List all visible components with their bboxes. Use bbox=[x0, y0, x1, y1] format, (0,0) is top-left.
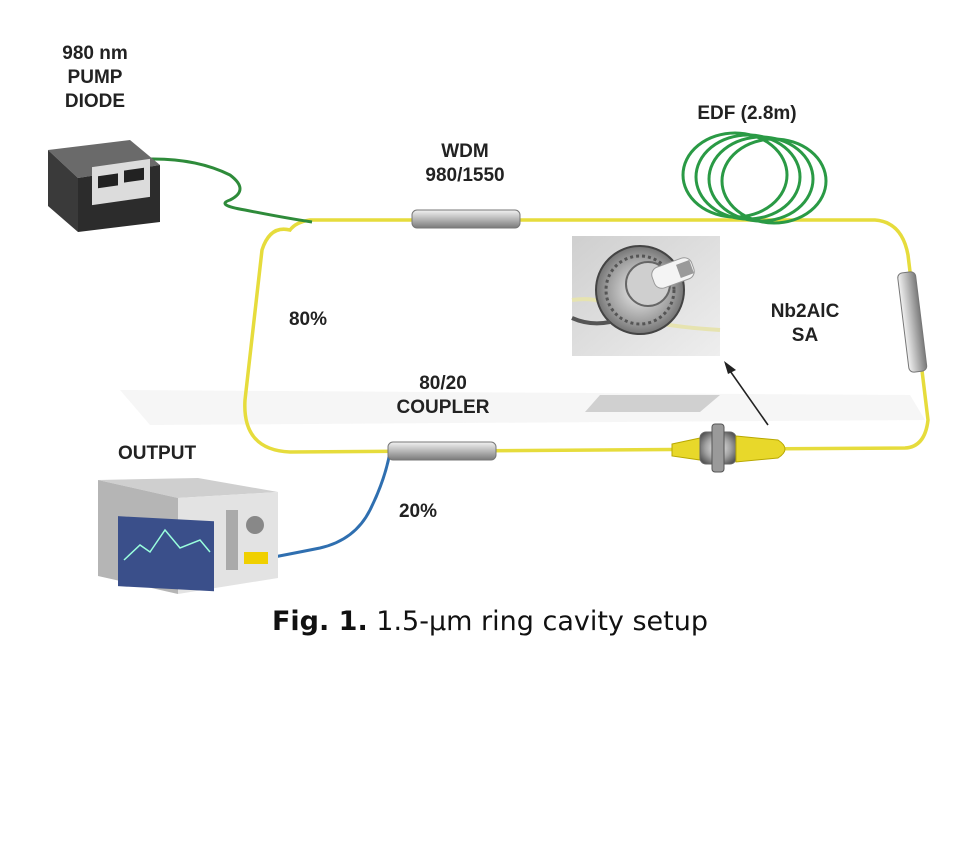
pump-fiber bbox=[129, 157, 313, 224]
optical-spectrum-analyzer-icon bbox=[98, 478, 278, 594]
edf-label: EDF (2.8m) bbox=[697, 103, 797, 124]
ring-fiber bbox=[243, 218, 930, 454]
pump-diode-instrument-icon bbox=[48, 140, 160, 232]
figure-caption: Fig. 1. 1.5-μm ring cavity setup bbox=[0, 606, 980, 637]
wdm-label-line2: 980/1550 bbox=[425, 165, 505, 186]
output-label: OUTPUT bbox=[117, 443, 197, 464]
sa-label: Nb2AlC SA bbox=[745, 300, 865, 348]
wdm-component-icon bbox=[411, 209, 521, 229]
caption-text: 1.5-μm ring cavity setup bbox=[376, 606, 709, 637]
fiber-connector-adapter-icon bbox=[671, 423, 786, 473]
sa-pointer-arrow bbox=[727, 367, 769, 426]
sa-label-line2: SA bbox=[791, 325, 819, 346]
sa-label-line1: Nb2AlC bbox=[770, 301, 840, 322]
wdm-label: WDM 980/1550 bbox=[400, 140, 530, 188]
coupler-label-line2: COUPLER bbox=[396, 397, 490, 418]
wdm-label-line1: WDM bbox=[441, 141, 489, 162]
coupler-label-line1: 80/20 bbox=[419, 373, 467, 394]
arrow-head bbox=[724, 361, 736, 374]
floor-shadow bbox=[120, 390, 925, 425]
edf-coil-icon bbox=[681, 131, 828, 225]
coupler-component-icon bbox=[387, 441, 497, 461]
fiber-ferrule-connector-photo bbox=[571, 236, 721, 356]
pump-label-line1: 980 nm bbox=[62, 43, 128, 64]
port-20-label: 20% bbox=[398, 501, 438, 522]
pump-label-line2: PUMP bbox=[67, 67, 123, 88]
caption-prefix: Fig. 1. bbox=[271, 606, 368, 637]
isolator-component-icon bbox=[897, 271, 928, 373]
port-80-label: 80% bbox=[288, 309, 328, 330]
pump-label-line3: DIODE bbox=[64, 91, 126, 112]
pump-diode-label: 980 nm PUMP DIODE bbox=[30, 42, 160, 114]
output-fiber bbox=[239, 451, 392, 564]
coupler-label: 80/20 COUPLER bbox=[378, 372, 508, 420]
sa-shadow bbox=[585, 395, 720, 412]
